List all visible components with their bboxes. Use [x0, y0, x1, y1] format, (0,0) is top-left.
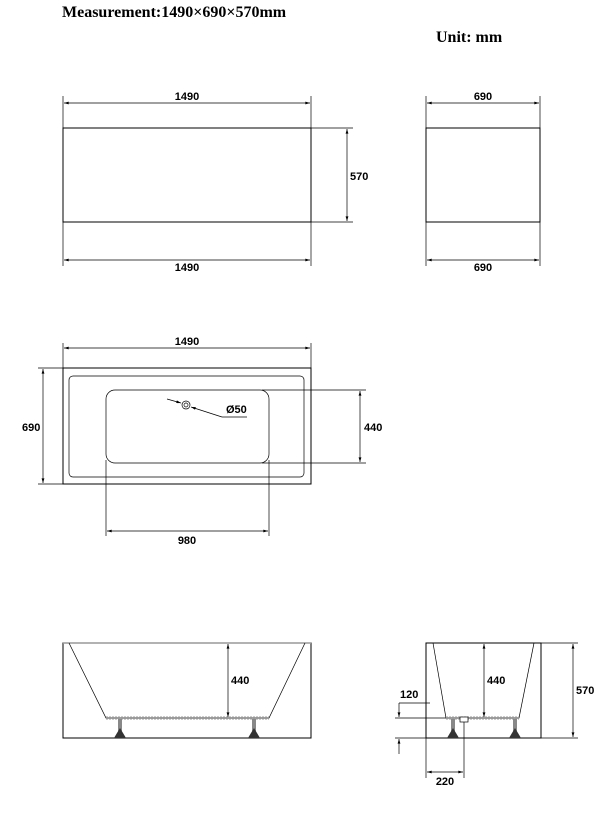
leg-right [248, 719, 260, 738]
long-section-view: 440 [62, 642, 312, 739]
front-view: 1490 1490 570 [62, 91, 368, 274]
drain-height: 120 [400, 689, 418, 701]
basin-length: 980 [178, 535, 196, 547]
side-width-bottom: 690 [474, 262, 492, 274]
basin-outline [105, 389, 270, 464]
front-length-bottom: 1490 [175, 262, 199, 274]
short-section-frame [425, 642, 542, 739]
tub-profile [68, 642, 306, 719]
long-depth: 440 [231, 675, 249, 687]
long-section-frame [62, 642, 312, 739]
top-length: 1490 [175, 336, 199, 348]
short-depth: 440 [487, 675, 505, 687]
front-body [62, 127, 312, 223]
side-view: 690 690 [425, 91, 541, 274]
basin-width: 440 [364, 422, 382, 434]
top-view: 1490 690 440 980 Ø50 [22, 336, 382, 547]
leg-left [114, 719, 126, 738]
top-width: 690 [22, 422, 40, 434]
drain-offset: 220 [436, 776, 454, 788]
leg-right-short [509, 719, 521, 738]
drain-icon [181, 400, 191, 410]
side-width-top: 690 [474, 91, 492, 103]
tub-profile-short [432, 642, 535, 719]
measurement-title: Measurement:1490×690×570mm [62, 4, 287, 21]
front-height: 570 [350, 171, 368, 183]
top-outer-rim [62, 367, 312, 485]
drain-diameter: Ø50 [226, 404, 247, 416]
front-length-top: 1490 [175, 91, 199, 103]
side-body [425, 127, 541, 223]
short-section-view: 440 570 120 220 [395, 642, 594, 788]
leg-left-short [447, 719, 459, 738]
top-inner-rim [68, 375, 305, 478]
unit-label: Unit: mm [436, 29, 503, 46]
drain-outlet [459, 716, 469, 723]
short-height: 570 [576, 685, 594, 697]
